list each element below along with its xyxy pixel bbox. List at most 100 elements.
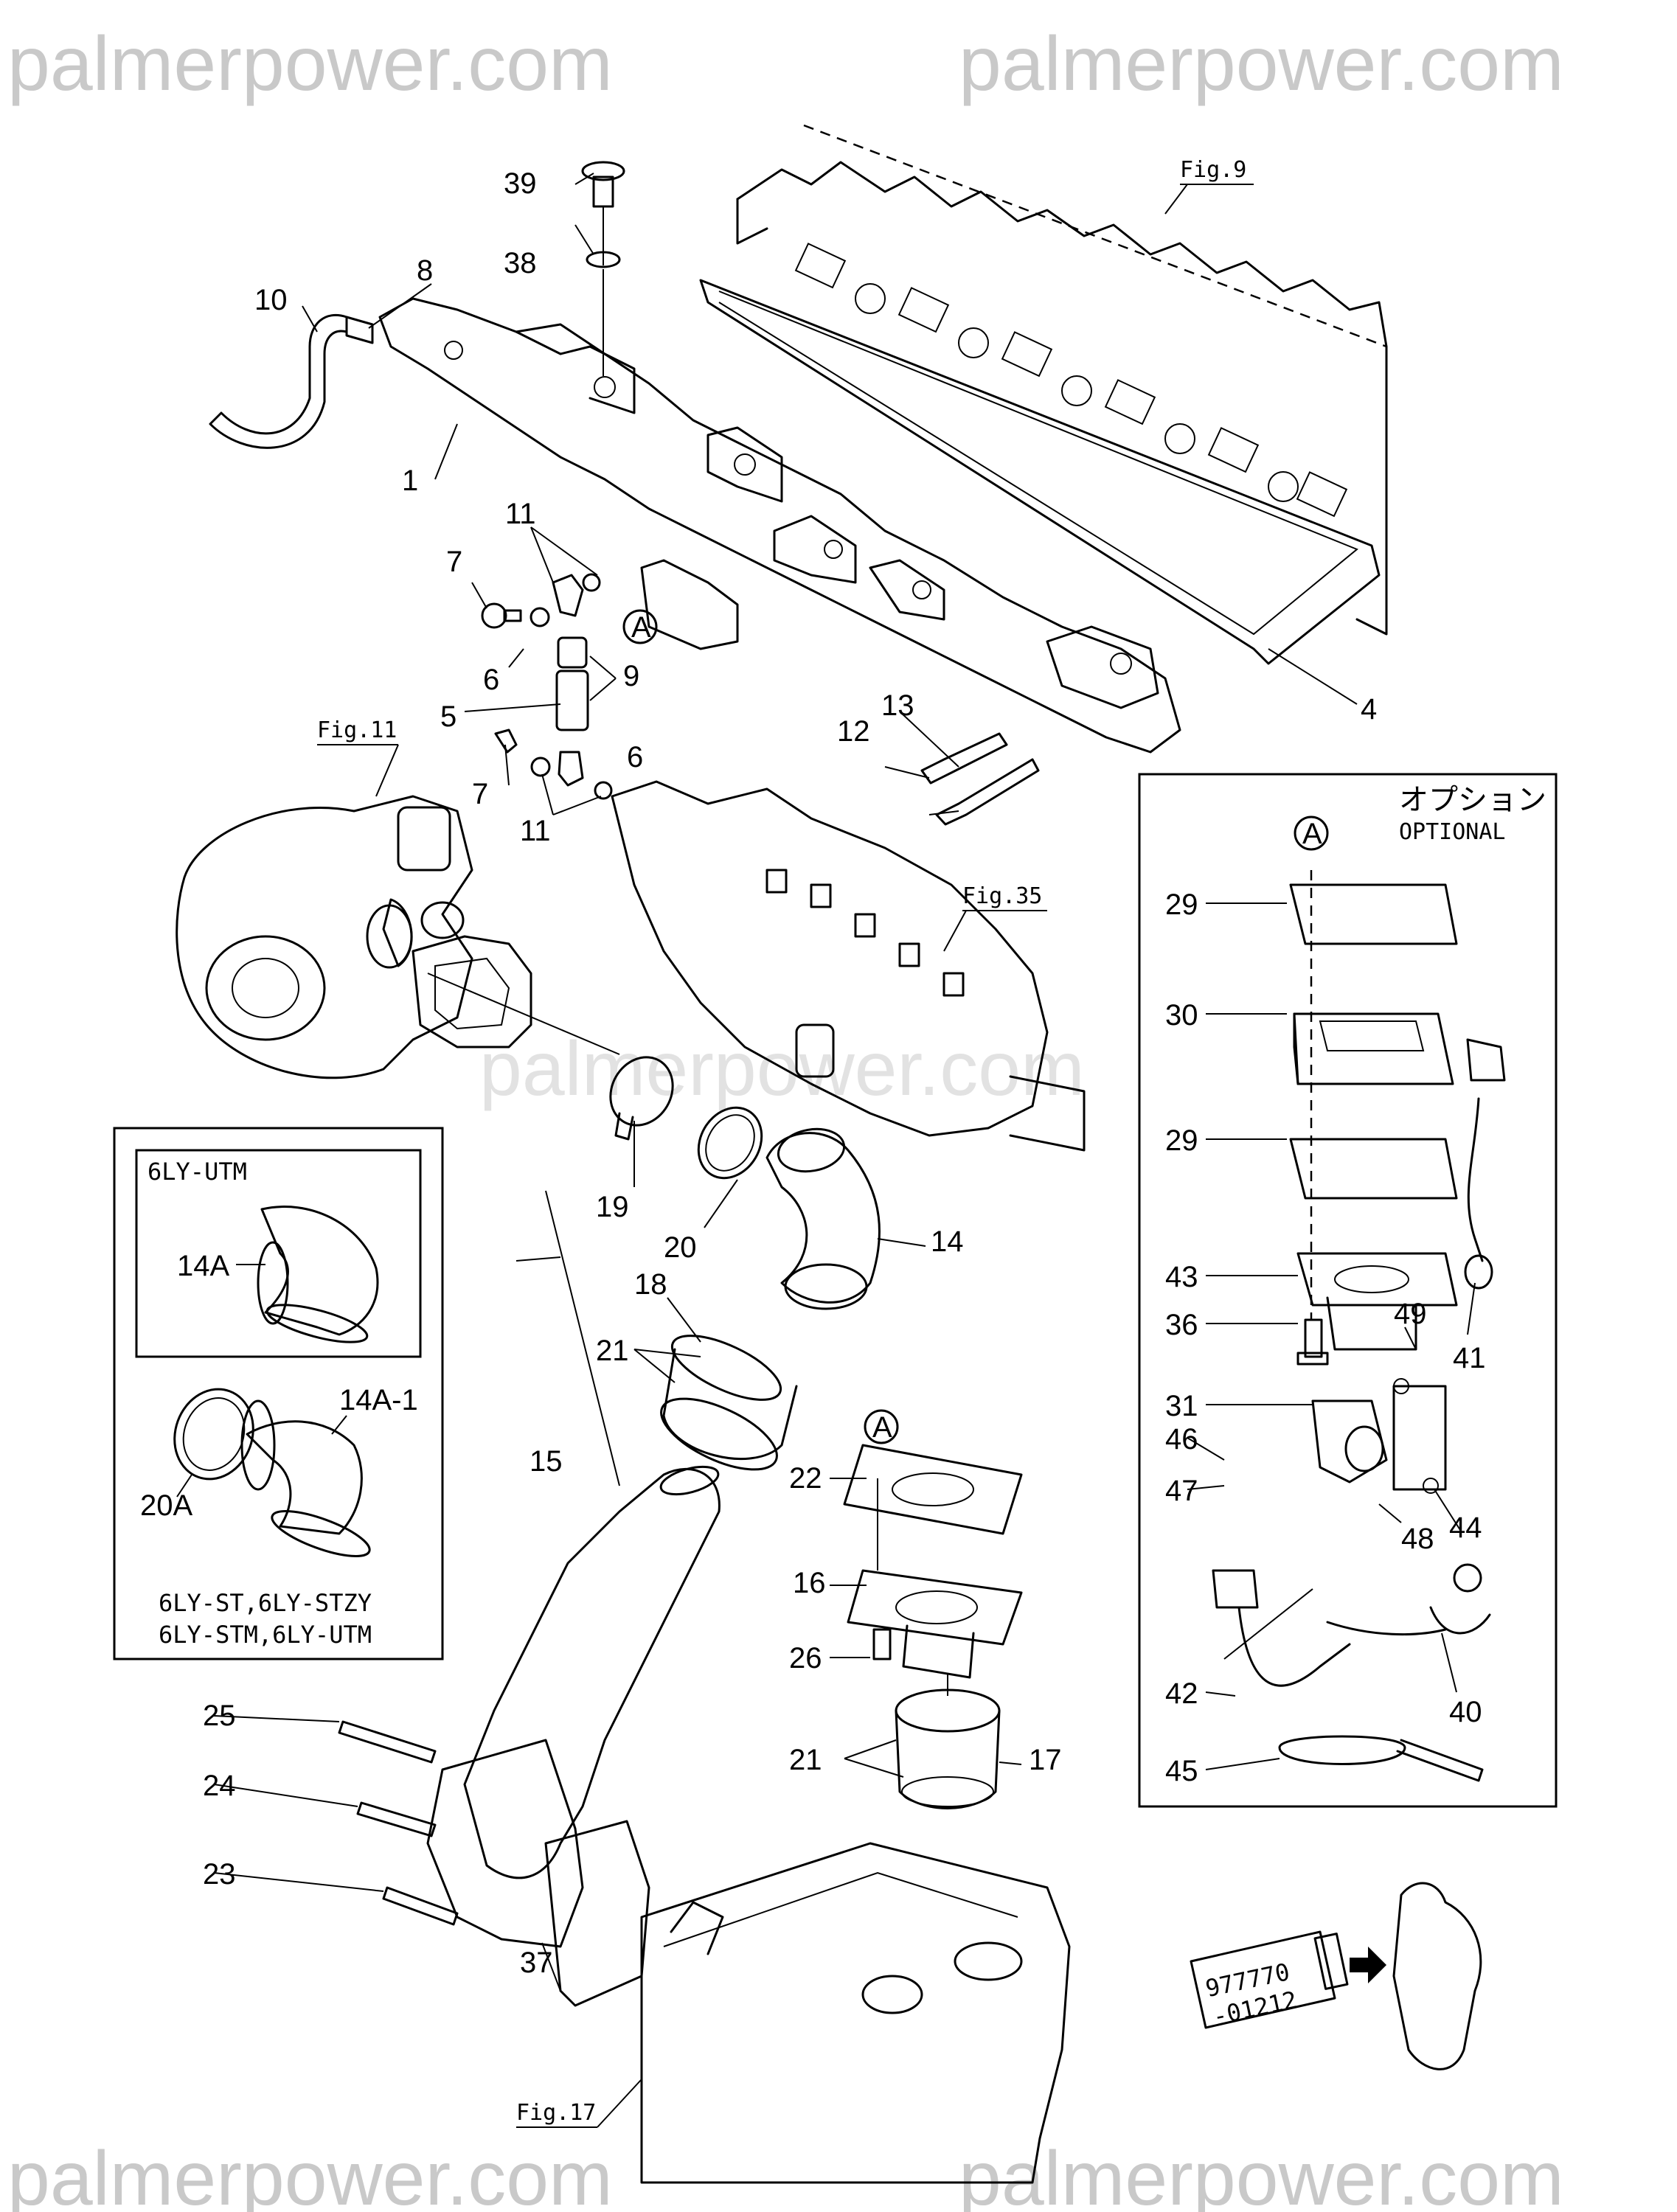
flange-elbow: [426, 1739, 584, 1948]
callout-37: 37: [520, 1947, 553, 1979]
watermark-bottom-right: palmerpower.com: [959, 2136, 1564, 2212]
optional-parts-frame: [1138, 773, 1558, 1808]
callout-29-lower: 29: [1165, 1124, 1198, 1157]
ring-20a: [173, 1388, 254, 1481]
manifold-gasket: [699, 279, 1381, 665]
fig-ref-17: Fig.17: [516, 2100, 596, 2126]
callout-19: 19: [596, 1191, 629, 1223]
turbo-flow-line: [427, 973, 620, 1055]
callout-8: 8: [417, 254, 433, 287]
optional-heater-stack: [1289, 870, 1458, 1366]
callout-26: 26: [789, 1642, 822, 1674]
bolts-12-13: [920, 732, 1040, 826]
watermark-top-left: palmerpower.com: [7, 21, 613, 107]
callout-29-upper: 29: [1165, 888, 1198, 921]
bolt-39: [581, 161, 625, 265]
callout-45: 45: [1165, 1755, 1198, 1787]
callout-17: 17: [1029, 1744, 1062, 1776]
callout-10: 10: [254, 284, 288, 316]
callout-30: 30: [1165, 999, 1198, 1032]
callout-11-lower: 11: [520, 815, 551, 847]
intercooler-drawing: [640, 1842, 1071, 2184]
callout-49: 49: [1394, 1298, 1427, 1330]
reference-marker-a1: A: [622, 609, 658, 644]
callout-48: 48: [1401, 1523, 1434, 1555]
callout-21-lower: 21: [789, 1744, 822, 1776]
sealant-tube: 977770 -01212: [1190, 1930, 1349, 2031]
callout-40: 40: [1449, 1696, 1482, 1728]
turbocharger-drawing: [176, 795, 532, 1079]
elbow-14a: [260, 1206, 379, 1336]
callout-36: 36: [1165, 1309, 1198, 1341]
callout-labels: 1 4 5 6 6 7 7 8 9 10 11 11 12 13 14 15 1…: [140, 167, 1486, 1979]
hose-10: [209, 313, 348, 449]
callout-4: 4: [1361, 693, 1377, 726]
inset-models-line2: 6LY-STM,6LY-UTM: [159, 1621, 372, 1649]
callout-42: 42: [1165, 1677, 1198, 1710]
gasket-37: [544, 1820, 650, 2007]
callout-6-upper: 6: [483, 664, 499, 696]
callout-14: 14: [931, 1225, 964, 1258]
reference-marker-a2: A: [1294, 815, 1329, 851]
arrow-icon: [1350, 1947, 1386, 1983]
callout-22: 22: [789, 1462, 822, 1495]
washer-38: [586, 251, 621, 268]
fuel-pump-drawing: [611, 780, 1086, 1152]
flange-gasket-22: [843, 1444, 1023, 1535]
svg-text:A: A: [1302, 818, 1322, 850]
optional-wiring: [1212, 1038, 1506, 1782]
intake-pipe-15: [463, 1467, 721, 1879]
callout-7-upper: 7: [446, 546, 462, 578]
callout-31: 31: [1165, 1390, 1198, 1422]
callout-38: 38: [504, 247, 537, 279]
callout-6-lower: 6: [627, 741, 643, 773]
svg-text:A: A: [631, 611, 651, 644]
callout-15: 15: [530, 1445, 563, 1478]
model-inset-frame: [113, 1127, 444, 1660]
callout-47: 47: [1165, 1475, 1198, 1507]
fig-ref-9: Fig.9: [1180, 157, 1246, 183]
callout-20: 20: [664, 1231, 697, 1264]
fuel-line-parts: [481, 573, 613, 800]
callout-44: 44: [1449, 1512, 1482, 1544]
fitting-8: [345, 316, 374, 344]
ring-20: [697, 1106, 763, 1180]
rubber-band-18: [660, 1335, 798, 1471]
fig-ref-35: Fig.35: [962, 883, 1042, 909]
callout-12: 12: [837, 715, 870, 748]
reference-marker-a3: A: [864, 1409, 899, 1444]
model-inset-sub-frame: [135, 1149, 422, 1358]
callout-24: 24: [203, 1770, 236, 1802]
optional-relay-44: [1311, 1378, 1447, 1494]
elbow-14a-1: [246, 1420, 363, 1535]
figure-refs: Fig.9 Fig.11 Fig.35 Fig.17: [317, 157, 1254, 2128]
elbow-14: [765, 1132, 881, 1304]
bolt-24: [356, 1801, 437, 1837]
callout-39: 39: [504, 167, 537, 200]
callout-16: 16: [793, 1567, 826, 1599]
cylinder-head-drawing: [736, 124, 1388, 636]
watermark-bottom-left: palmerpower.com: [7, 2136, 613, 2212]
callout-14a-leaders: [176, 1264, 347, 1498]
callout-14a-1: 14A-1: [339, 1384, 418, 1416]
svg-text:A: A: [872, 1411, 892, 1444]
inset-models-line1: 6LY-ST,6LY-STZY: [159, 1589, 372, 1617]
callout-23: 23: [203, 1858, 236, 1891]
callout-9: 9: [623, 660, 639, 692]
callout-46: 46: [1165, 1423, 1198, 1455]
callout-14a: 14A: [177, 1250, 229, 1282]
watermark-center: palmerpower.com: [479, 1026, 1085, 1112]
fig-ref-11: Fig.11: [317, 717, 397, 743]
bolt-26: [872, 1628, 892, 1660]
bolt-25: [338, 1720, 437, 1764]
leader-lines: [213, 173, 1476, 1992]
callout-13: 13: [881, 689, 914, 722]
connector-17: [895, 1688, 1001, 1809]
callout-18: 18: [634, 1268, 667, 1301]
callout-5: 5: [440, 700, 456, 733]
bolt-23: [382, 1886, 459, 1926]
callout-11-upper: 11: [505, 498, 536, 530]
intake-manifold: [378, 297, 1181, 754]
callout-43: 43: [1165, 1261, 1198, 1293]
